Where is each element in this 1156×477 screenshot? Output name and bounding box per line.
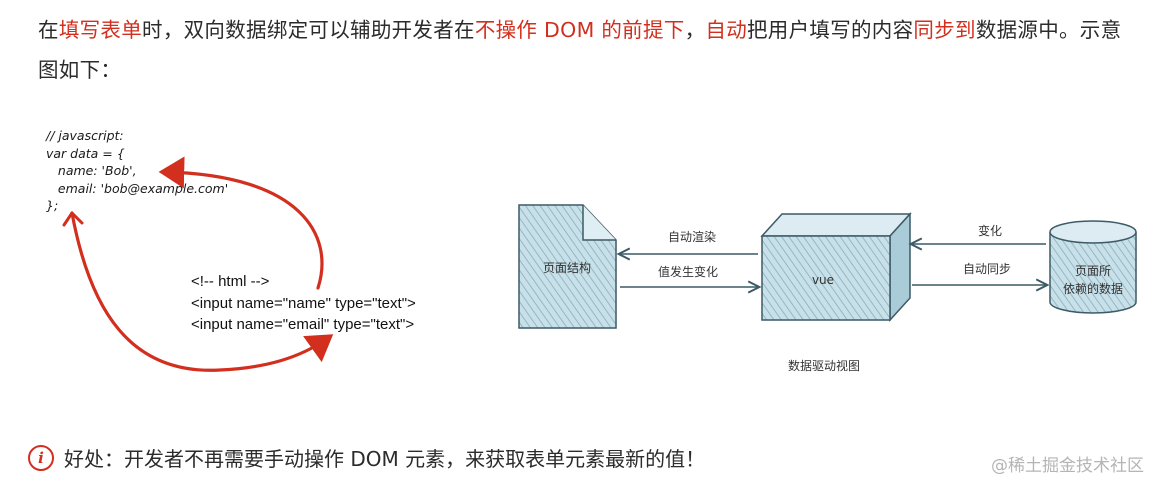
intro-text: ，	[684, 18, 706, 42]
red-arrow-bottom	[70, 211, 334, 372]
highlight-fill-form: 填写表单	[58, 18, 143, 42]
diagram-caption: 数据驱动视图	[788, 358, 860, 373]
intro-text: 时，双向数据绑定可以辅助开发者在	[142, 18, 475, 42]
code-line: <input name="name" type="text">	[191, 294, 416, 312]
benefit-tip: i 好处：开发者不再需要手动操作 DOM 元素，来获取表单元素最新的值！	[28, 443, 705, 472]
code-line: };	[46, 198, 59, 213]
intro-text: 数据源中。示意图如下：	[38, 18, 1122, 82]
highlight-sync: 同步到	[913, 18, 976, 42]
highlight-auto: 自动	[705, 18, 747, 42]
label-auto-render: 自动渲染	[668, 229, 716, 244]
code-line: <input name="email" type="text">	[191, 316, 415, 333]
data-cylinder: 页面所 依赖的数据	[1049, 220, 1137, 314]
code-line: <!-- html -->	[191, 273, 270, 290]
label-change: 变化	[978, 223, 1002, 238]
highlight-no-dom: 不操作 DOM 的前提下	[474, 18, 685, 42]
intro-text: 在	[38, 18, 59, 42]
label-value-change: 值发生变化	[658, 264, 718, 279]
page-structure-box: 页面结构	[518, 204, 617, 329]
red-arrow-top	[158, 156, 324, 290]
label-auto-sync: 自动同步	[963, 262, 1011, 276]
data-label-2: 依赖的数据	[1063, 281, 1123, 296]
tip-text: 好处：开发者不再需要手动操作 DOM 元素，来获取表单元素最新的值！	[64, 447, 706, 471]
page-structure-label: 页面结构	[543, 260, 591, 275]
code-line: var data = {	[46, 145, 125, 161]
intro-text: 把用户填写的内容	[747, 18, 914, 42]
html-code-block: <!-- html --> <input name="name" type="te…	[191, 271, 416, 336]
info-icon: i	[28, 444, 54, 471]
code-line: name: 'Bob',	[46, 163, 137, 178]
intro-paragraph: 在填写表单时，双向数据绑定可以辅助开发者在不操作 DOM 的前提下，自动把用户填…	[38, 10, 1138, 90]
vue-label: vue	[812, 273, 834, 287]
data-label-1: 页面所	[1075, 264, 1111, 278]
watermark: @稀土掘金技术社区	[991, 456, 1144, 476]
vue-cube: vue	[760, 212, 912, 322]
js-code-block: // javascript:var data = { name: 'Bob', …	[46, 127, 228, 215]
code-line: // javascript:	[46, 128, 124, 143]
